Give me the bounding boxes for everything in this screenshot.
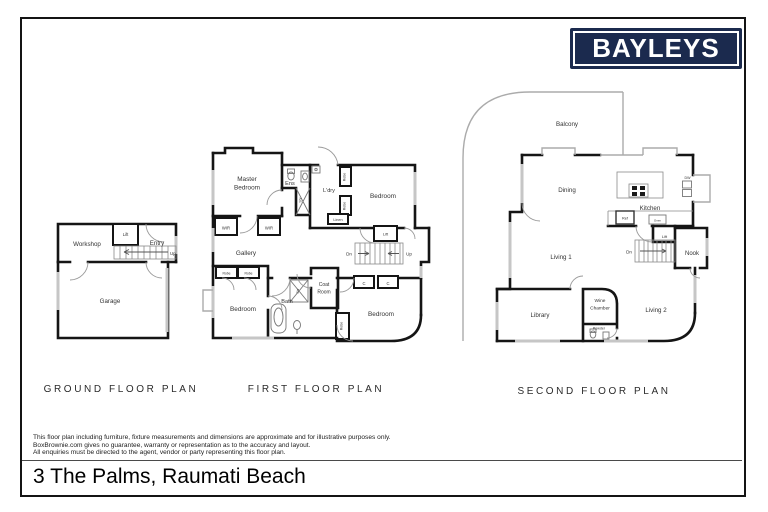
stairs [113, 245, 177, 260]
robe-label-a: Robe [343, 173, 347, 182]
dishwasher-icon [682, 180, 692, 197]
windows [495, 164, 709, 343]
laundry-tub-icon [311, 165, 321, 174]
room-label-shr-ens: Shr [299, 197, 303, 203]
linen-label: Linen [333, 218, 342, 222]
stairs [354, 242, 404, 265]
stairs-up-label: Up [170, 251, 176, 256]
property-address: 3 The Palms, Raumati Beach [33, 465, 306, 488]
lift-label: Lift [662, 234, 668, 239]
shower-ens-icon [295, 187, 311, 216]
robe-label-d: Robe [244, 272, 252, 276]
room-label-dining: Dining [558, 187, 576, 194]
room-label-wine-2: Chamber [590, 306, 610, 312]
robe-label-c: Robe [222, 272, 230, 276]
room-label-living2: Living 2 [645, 307, 667, 314]
footer-divider [22, 460, 742, 461]
cupboard-label-a: C [362, 281, 365, 286]
bathtub-icon [270, 303, 287, 334]
door-arcs [69, 223, 165, 281]
dw-label: DW [685, 176, 692, 180]
sink-icon [293, 320, 301, 334]
windows [202, 170, 423, 340]
stairs-dn-label: Dn [626, 250, 632, 255]
ground-floor-title: GROUND FLOOR PLAN [43, 384, 199, 395]
room-label-master-2: Bedroom [234, 185, 260, 192]
first-floor-plan: Master Bedroom Ens Shr L'dry Robe Robe B… [202, 146, 431, 343]
room-label-library: Library [531, 312, 551, 319]
disclaimer-line-3: All enquiries must be directed to the ag… [33, 449, 286, 457]
powder-fixtures [589, 328, 610, 340]
wir-label-a: WIR [222, 226, 230, 231]
room-label-master-1: Master [237, 176, 257, 183]
room-label-garage: Garage [100, 298, 121, 305]
fridge-icon [615, 210, 635, 225]
room-label-workshop: Workshop [73, 241, 101, 248]
logo-inner-border: BAYLEYS [573, 31, 739, 66]
room-label-balcony: Balcony [556, 121, 579, 128]
room-label-bath: Bath [281, 299, 293, 305]
stairs-up-label: Up [406, 252, 412, 257]
cupboard-label-b: C [386, 281, 389, 286]
room-label-lift: Lift [123, 232, 129, 237]
second-floor-title: SECOND FLOOR PLAN [517, 386, 671, 397]
wir-label-b: WIR [265, 226, 273, 231]
brand-name: BAYLEYS [592, 33, 720, 63]
door-arcs [521, 202, 701, 339]
room-label-bedroom-top: Bedroom [370, 193, 396, 200]
lift-label: Lift [383, 232, 389, 237]
toilet-icon [287, 168, 295, 181]
kitchen-fixtures [607, 171, 693, 226]
room-label-coat-1: Coat [319, 282, 330, 288]
room-label-gallery: Gallery [236, 250, 257, 257]
room-label-kitchen: Kitchen [640, 205, 661, 212]
bayleys-logo: BAYLEYS [570, 28, 742, 69]
basin-icon [602, 331, 610, 340]
second-floor-plan: Balcony Dining Kitchen DW Ref Oven Livin… [462, 91, 711, 343]
stairs [634, 239, 676, 263]
oven-label: Oven [654, 219, 662, 223]
basin-icon [300, 170, 310, 183]
room-label-entry: Entry [150, 240, 165, 247]
room-label-nook: Nook [685, 251, 700, 257]
robe-label-e: Robe [340, 322, 344, 331]
stairs-dn-label: Dn [346, 252, 352, 257]
border-frame [20, 17, 746, 497]
room-label-living1: Living 1 [550, 254, 572, 261]
room-label-wine-1: Wine [595, 298, 606, 304]
windows [56, 236, 178, 332]
cooktop-icon [628, 183, 649, 198]
room-label-shr-bath: Shr [296, 288, 300, 294]
robe-label-b: Robe [343, 202, 347, 211]
bath-fixtures [270, 165, 321, 334]
disclaimer-line-2: BoxBrownie.com gives no guarantee, warra… [33, 441, 311, 449]
disclaimer-text: This floor plan including furniture, fix… [33, 434, 391, 457]
ref-label: Ref [622, 217, 629, 221]
toilet-icon [589, 328, 597, 339]
room-label-coat-2: Room [317, 290, 330, 296]
ground-floor-plan: Workshop Lift Entry Up Garage [56, 222, 178, 340]
walls [495, 147, 711, 343]
oven-icon [648, 214, 667, 225]
room-label-ens: Ens [285, 181, 295, 187]
balcony-outline [462, 91, 624, 341]
room-label-bedroom-left: Bedroom [230, 306, 256, 313]
disclaimer-line-1: This floor plan including furniture, fix… [33, 434, 391, 441]
first-floor-title: FIRST FLOOR PLAN [247, 384, 385, 395]
room-label-powder: Powder [593, 327, 606, 331]
room-label-bedroom-right: Bedroom [368, 311, 394, 318]
shower-bath-icon [289, 279, 309, 303]
room-label-ldry: L'dry [323, 188, 335, 194]
door-arcs [221, 146, 416, 342]
